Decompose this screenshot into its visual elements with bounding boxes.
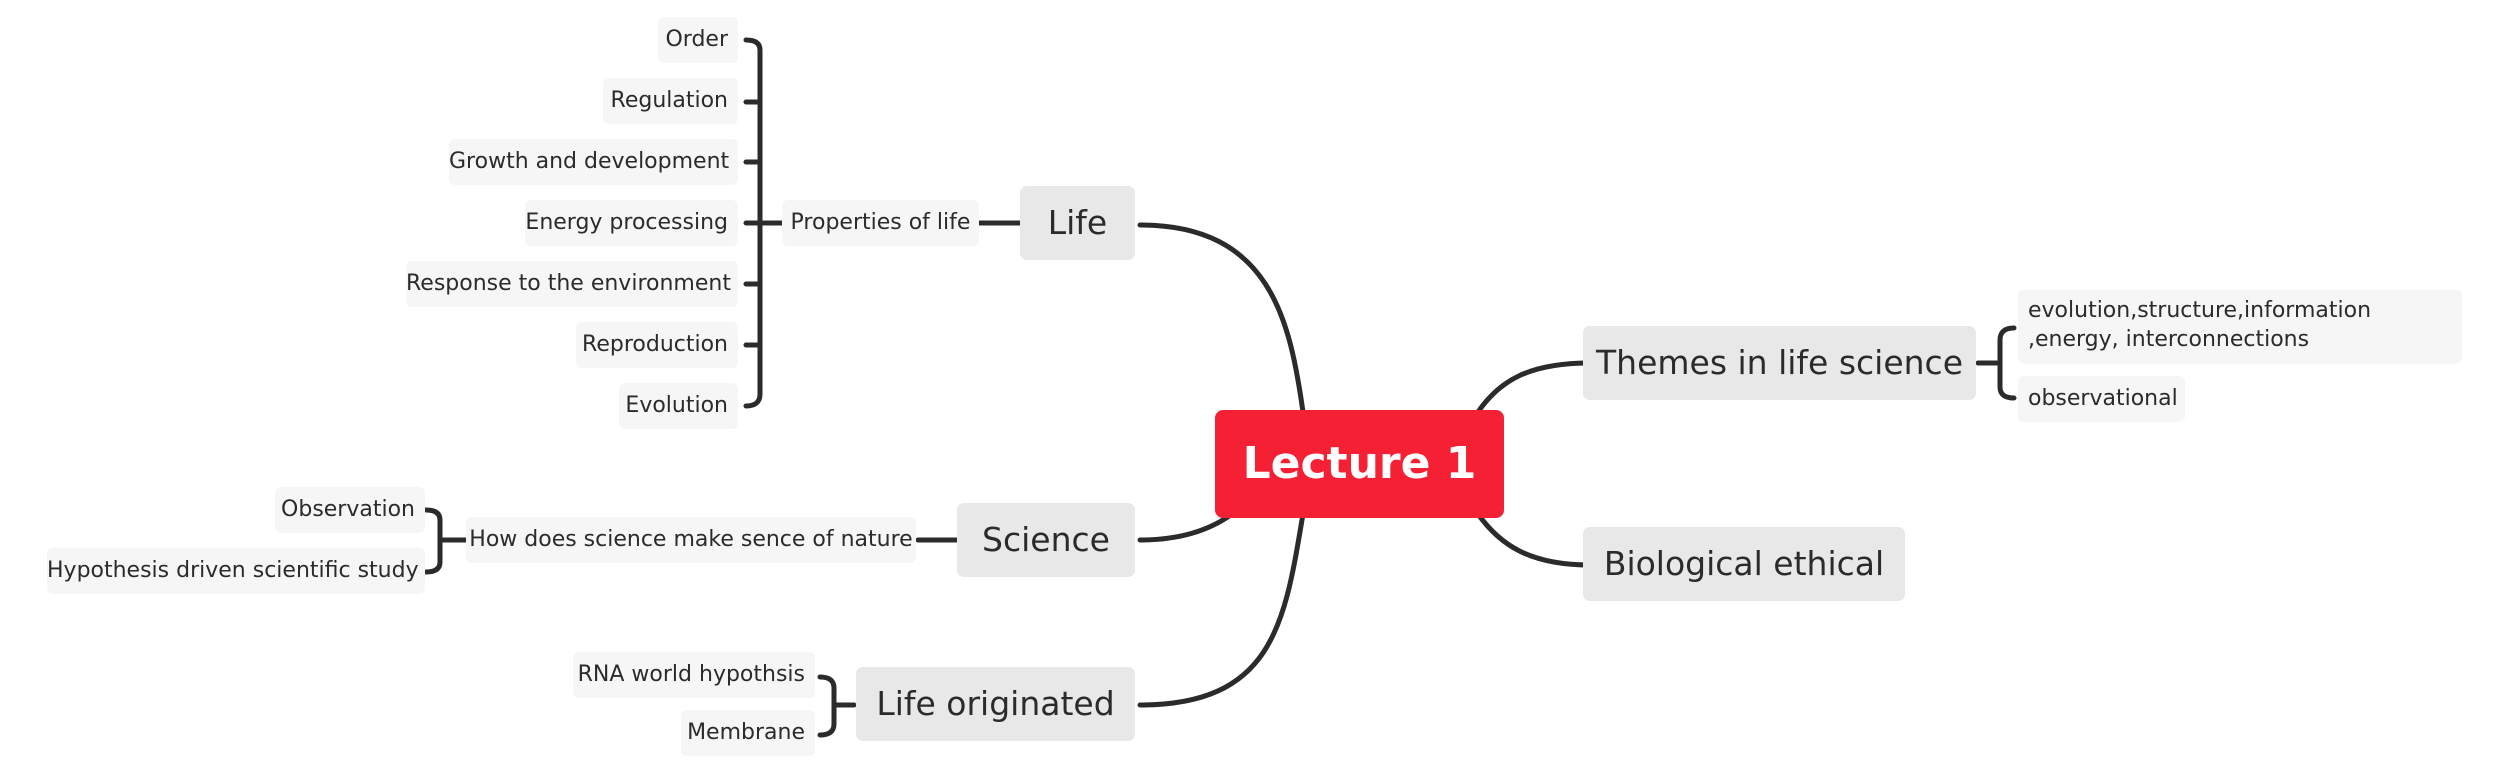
bracket-themes (1975, 325, 2017, 401)
leaf-order[interactable]: Order (658, 17, 738, 63)
topic-science[interactable]: Science (957, 503, 1135, 577)
bracket-how (423, 507, 469, 575)
subtopic-properties-of-life[interactable]: Properties of life (782, 200, 979, 246)
connector-science (1137, 511, 1235, 543)
leaf-energy-processing[interactable]: Energy processing (525, 200, 738, 246)
leaf-evolution[interactable]: Evolution (619, 383, 738, 429)
subtopic-how-science[interactable]: How does science make sence of nature (466, 517, 916, 563)
connector-themes (1475, 360, 1593, 415)
topic-themes[interactable]: Themes in life science (1583, 326, 1976, 400)
leaf-hypothesis-driven-study[interactable]: Hypothesis driven scientific study (47, 548, 425, 594)
leaf-reproduction[interactable]: Reproduction (576, 322, 738, 368)
bracket-properties-ticks (743, 37, 763, 409)
bracket-origin (817, 674, 857, 738)
topic-life-originated[interactable]: Life originated (856, 667, 1135, 741)
leaf-observation[interactable]: Observation (275, 487, 425, 533)
central-topic[interactable]: Lecture 1 (1215, 410, 1504, 518)
topic-biological-ethical[interactable]: Biological ethical (1583, 527, 1905, 601)
connector-life (1137, 222, 1306, 415)
leaf-observational[interactable]: observational (2018, 376, 2185, 422)
leaf-response-to-environment[interactable]: Response to the environment (406, 261, 738, 307)
connector-origin (1137, 511, 1306, 708)
topic-life[interactable]: Life (1020, 186, 1135, 260)
leaf-themes-list[interactable]: evolution,structure,information ,energy,… (2018, 290, 2462, 364)
connector-ethical (1475, 511, 1593, 568)
leaf-rna-world[interactable]: RNA world hypothsis (573, 652, 815, 698)
leaf-membrane[interactable]: Membrane (681, 710, 815, 756)
leaf-growth-and-development[interactable]: Growth and development (449, 139, 738, 185)
leaf-regulation[interactable]: Regulation (603, 78, 738, 124)
